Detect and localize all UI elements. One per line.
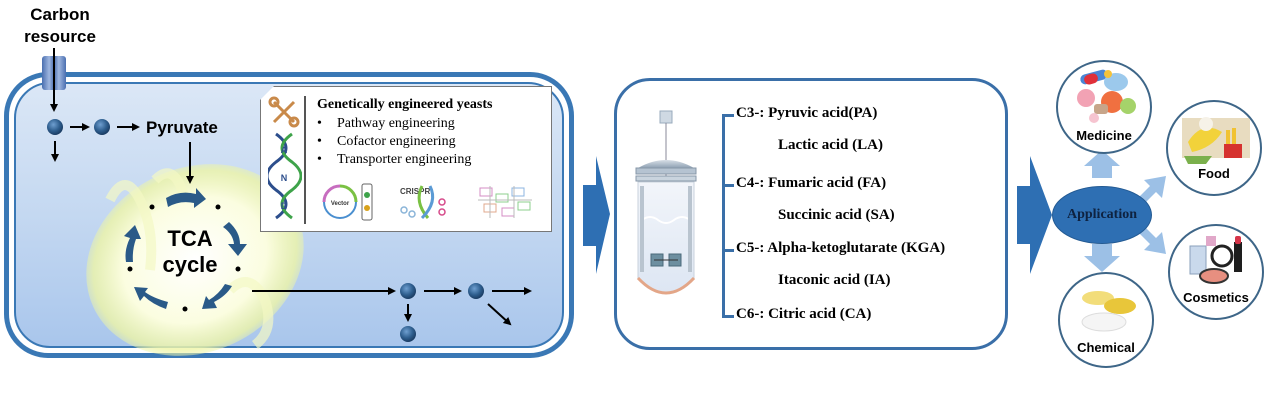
tca-dot [149,204,155,210]
pyruvate-label: Pyruvate [146,118,218,137]
carbon-prefix: C3-: [736,105,765,121]
carbon-prefix: C6-: [736,306,765,322]
arrow-to-food [1138,176,1166,204]
chemical-label: Chemical [1077,340,1135,355]
tca-arrow [166,188,206,208]
tca-dot [182,306,188,312]
bullet: • [317,134,322,149]
engineering-item: • Pathway engineering [317,116,455,132]
dna-letter-n: N [281,173,288,183]
application-branch-arrows [1084,150,1166,272]
engineering-item-label: Cofactor engineering [337,134,456,149]
product-name: Itaconic acid (IA) [778,272,891,288]
metabolite-node [400,326,416,342]
tca-arrow [202,284,232,309]
engineering-title: Genetically engineered yeasts [317,97,493,112]
divider [304,96,306,224]
vector-label: Vector [331,201,350,207]
metabolic-pathway [47,48,532,342]
tca-arrow [124,225,141,262]
tca-dot [127,266,133,272]
medicine-label: Medicine [1076,128,1132,143]
product-name: Fumaric acid (FA) [768,175,887,191]
tca-label-line2: cycle [162,252,218,277]
chemical-powder-icon [1081,291,1136,332]
cosmetics-label: Cosmetics [1183,290,1249,305]
tca-dot [215,204,221,210]
crispr-label: CRISPR [400,187,430,196]
pills-icon [1077,69,1136,123]
product-row-c3: C3-: Pyruvic acid(PA) [736,105,877,122]
tca-cycle-arrows [124,188,247,309]
product-name: Lactic acid (LA) [778,137,883,153]
wrench-screwdriver-icon [268,96,300,128]
application-cosmetics: Cosmetics [1168,224,1264,320]
metabolite-node [468,283,484,299]
metabolite-node [400,283,416,299]
engineering-item-label: Transporter engineering [337,152,472,167]
bullet: • [317,152,322,167]
tca-cycle-label: TCA cycle [150,226,230,278]
crispr-icon: CRISPR [400,185,446,220]
engineering-item: • Transporter engineering [317,152,471,168]
tca-intermediate-dots [127,204,241,312]
technique-icons: Vector CRISPR [322,183,532,221]
arrow-to-medicine [1084,150,1120,178]
bullet: • [317,116,322,131]
tca-label-line1: TCA [167,226,213,251]
bracket-tick [722,315,734,318]
engineering-item: • Cofactor engineering [317,134,456,150]
tca-dot [235,266,241,272]
bracket-tick [722,114,734,117]
engineering-icons: A N D [268,96,302,220]
dna-helix-icon: A N D [268,132,302,220]
food-icon [1182,117,1250,164]
product-bracket [722,114,733,318]
application-food: Food [1166,100,1262,196]
application-medicine: Medicine [1056,60,1152,154]
metabolite-node [47,119,63,135]
tca-arrow [223,222,247,256]
carbon-resource-label: Carbon resource [14,4,106,48]
carbon-prefix: C4-: [736,175,765,191]
bioreactor-icon [635,110,697,295]
arrow-to-chemical [1084,244,1120,272]
flow-arrow-reactor-to-application [1017,156,1052,274]
carbon-label-line1: Carbon [30,5,90,24]
metabolic-network-icon [478,186,532,218]
vector-plasmid-icon: Vector [322,183,373,221]
cosmetics-icon [1189,236,1242,284]
bracket-tick [722,184,734,187]
application-chemical: Chemical [1058,272,1154,368]
product-name: Pyruvic acid(PA) [768,105,878,121]
product-row-c5: C5-: Alpha-ketoglutarate (KGA) [736,240,945,257]
metabolite-node [94,119,110,135]
arrow-to-cosmetics [1138,226,1166,254]
product-row-c4: C4-: Fumaric acid (FA) [736,175,886,192]
product-row-c6: C6-: Citric acid (CA) [736,306,871,323]
bracket-tick [722,249,734,252]
product-name: Succinic acid (SA) [778,207,895,223]
application-label: Application [1066,207,1137,222]
carbon-label-line2: resource [24,27,96,46]
mitochondrion-icon [86,164,304,356]
flow-arrow-cell-to-reactor [583,156,610,274]
carbon-prefix: C5-: [736,240,765,256]
dna-letter-d: D [281,201,288,211]
tca-arrow [134,287,168,309]
product-name: Alpha-ketoglutarate (KGA) [767,240,946,256]
dna-letter-a: A [281,145,288,155]
application-hub: Application [1052,186,1152,244]
food-label: Food [1198,166,1230,181]
product-name: Citric acid (CA) [768,306,872,322]
pathway-arrow [487,303,512,326]
engineering-item-label: Pathway engineering [337,116,455,131]
